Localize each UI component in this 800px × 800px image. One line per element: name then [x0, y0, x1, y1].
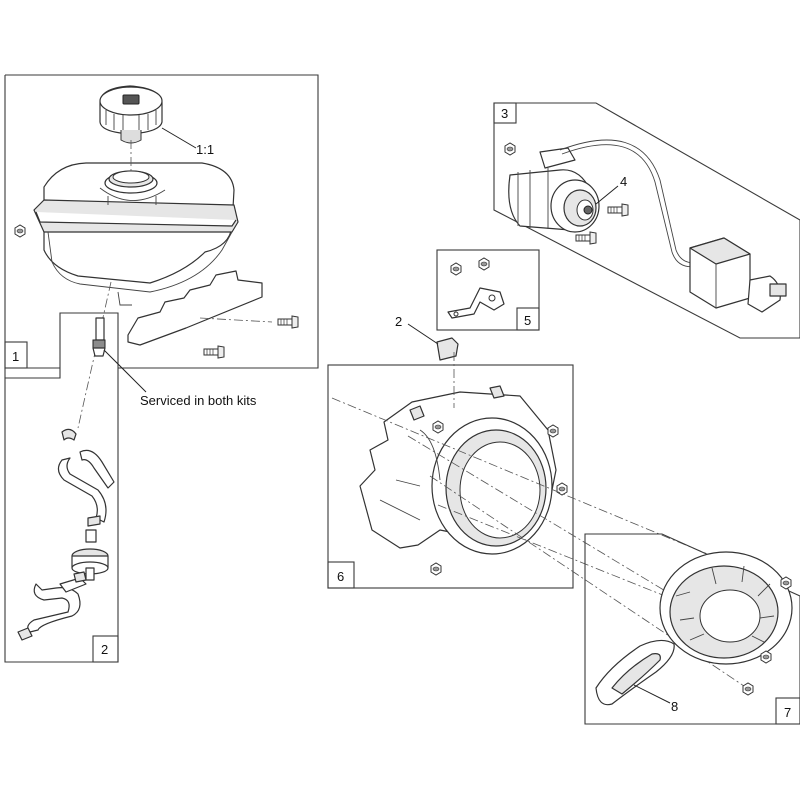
- axis-line: [331, 397, 783, 586]
- box-2-label: 2: [101, 642, 108, 657]
- fuel-line-icon: [17, 428, 115, 641]
- fuel-filter-icon: [71, 529, 109, 583]
- axis-line: [437, 504, 701, 611]
- callout-4: 4: [620, 174, 627, 189]
- bolt-icon: [607, 203, 629, 217]
- blower-housing-icon: [359, 385, 557, 555]
- axis-line: [199, 317, 273, 323]
- fuel-tank-icon: [33, 162, 239, 293]
- box-6: [327, 561, 355, 589]
- bracket-icon: [447, 287, 505, 319]
- leader-1-1: [161, 127, 197, 149]
- box-3-label: 3: [501, 106, 508, 121]
- box-2: [92, 635, 119, 663]
- wiring-harness: [561, 144, 699, 268]
- callout-8: 8: [671, 699, 678, 714]
- bolt-icon: [504, 142, 516, 156]
- bolt-icon: [547, 424, 559, 438]
- leader-2: [407, 323, 439, 345]
- bolt-icon: [450, 262, 462, 276]
- frame-blower-housing: [327, 364, 574, 589]
- box-5-label: 5: [524, 313, 531, 328]
- frame-bracket: [436, 249, 540, 331]
- fuel-cap-icon: [99, 85, 163, 144]
- leader-note: [103, 349, 147, 393]
- callout-2: 2: [395, 314, 402, 329]
- box-7: [775, 697, 800, 725]
- clip-icon: [436, 337, 459, 361]
- bolt-icon: [277, 315, 299, 329]
- fuel-valve-icon: [92, 317, 106, 357]
- box-7-label: 7: [784, 705, 791, 720]
- bolt-icon: [556, 482, 568, 496]
- bolt-icon: [575, 231, 597, 245]
- bolt-icon: [478, 257, 490, 271]
- electric-starter-icon: [508, 147, 600, 233]
- bolt-icon: [430, 562, 442, 576]
- bolt-icon: [432, 420, 444, 434]
- box-6-label: 6: [337, 569, 344, 584]
- box-1-label: 1: [12, 349, 19, 364]
- bolt-icon: [780, 576, 792, 590]
- callout-1-1: 1:1: [196, 142, 214, 157]
- axis-line: [429, 475, 751, 691]
- frame-electric-starter: [493, 102, 800, 339]
- heat-shield-icon: [117, 270, 263, 346]
- frame-fuel-system: [4, 74, 319, 663]
- leader-8: [633, 684, 671, 704]
- bolt-icon: [760, 650, 772, 664]
- bolt-icon: [14, 224, 26, 238]
- frame-recoil-starter: [584, 533, 800, 725]
- bolt-icon: [742, 682, 754, 696]
- wiring-harness: [559, 139, 701, 264]
- switch-box-icon: [689, 237, 787, 313]
- box-3: [493, 102, 517, 124]
- recoil-starter-icon: [595, 551, 793, 706]
- box-1: [4, 341, 28, 369]
- note-serviced-both-kits: Serviced in both kits: [140, 393, 257, 408]
- bolt-icon: [203, 345, 225, 359]
- box-5: [516, 307, 540, 331]
- leader-4: [595, 185, 619, 205]
